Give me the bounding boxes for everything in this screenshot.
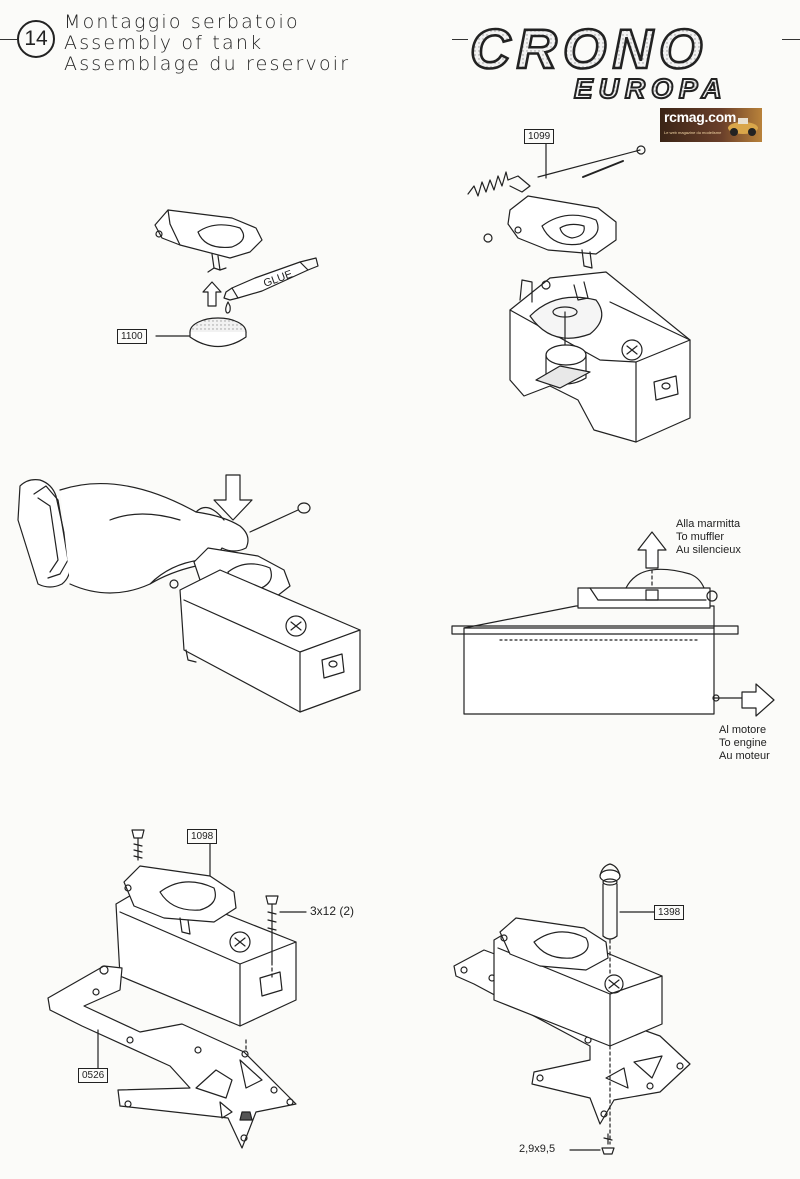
header-rule-right [452,39,468,40]
outlet-muffler-label: Alla marmitta To muffler Au silencieux [676,518,741,557]
part-label-0526: 0526 [78,1068,109,1083]
outlet-muffler-en: To muffler [676,531,725,543]
outlet-engine-en: To engine [719,737,767,749]
part-label-1099: 1099 [524,129,555,144]
page-title: Montaggio serbatoio Assembly of tank Ass… [64,12,350,75]
header-rule-left [0,39,17,40]
screw-label-2-9x9-5: 2,9x9,5 [519,1143,556,1155]
rcmag-site: rcmag.com [664,109,736,125]
rcmag-badge: rcmag.com Le web magazine du modelisme [660,108,762,142]
logo-text-crono: CRONO [470,18,708,80]
title-english: Assembly of tank [64,32,264,54]
logo-text-europa: EUROPA [574,73,728,104]
figure-tank-post [453,863,691,1155]
rcmag-tagline: Le web magazine du modelisme [664,130,722,135]
step-number: 14 [17,20,55,58]
figure-tank-cutaway [467,145,691,443]
outlet-engine-it: Al motore [719,724,767,736]
screw-label-3x12: 3x12 (2) [310,904,355,918]
outlet-muffler-fr: Au silencieux [676,544,741,556]
header-rule-far-right [782,39,800,40]
part-label-1100: 1100 [117,329,147,344]
crono-europa-logo: CRONO EUROPA [469,18,728,105]
part-label-1398: 1398 [654,905,685,920]
step-number-text: 14 [24,27,48,50]
figure-tank-bracket [47,829,307,1149]
outlet-muffler-it: Alla marmitta [676,518,741,530]
outlet-engine-fr: Au moteur [719,750,770,762]
figure-glue-filter: GLUE [154,209,319,348]
figure-tank-side [451,531,775,717]
title-french: Assemblage du reservoir [64,53,351,75]
outlet-engine-label: Al motore To engine Au moteur [719,724,770,763]
car-photo-icon [728,118,758,136]
figure-hand-press [17,474,361,713]
title-italian: Montaggio serbatoio [64,11,300,33]
part-label-1098: 1098 [187,829,218,844]
